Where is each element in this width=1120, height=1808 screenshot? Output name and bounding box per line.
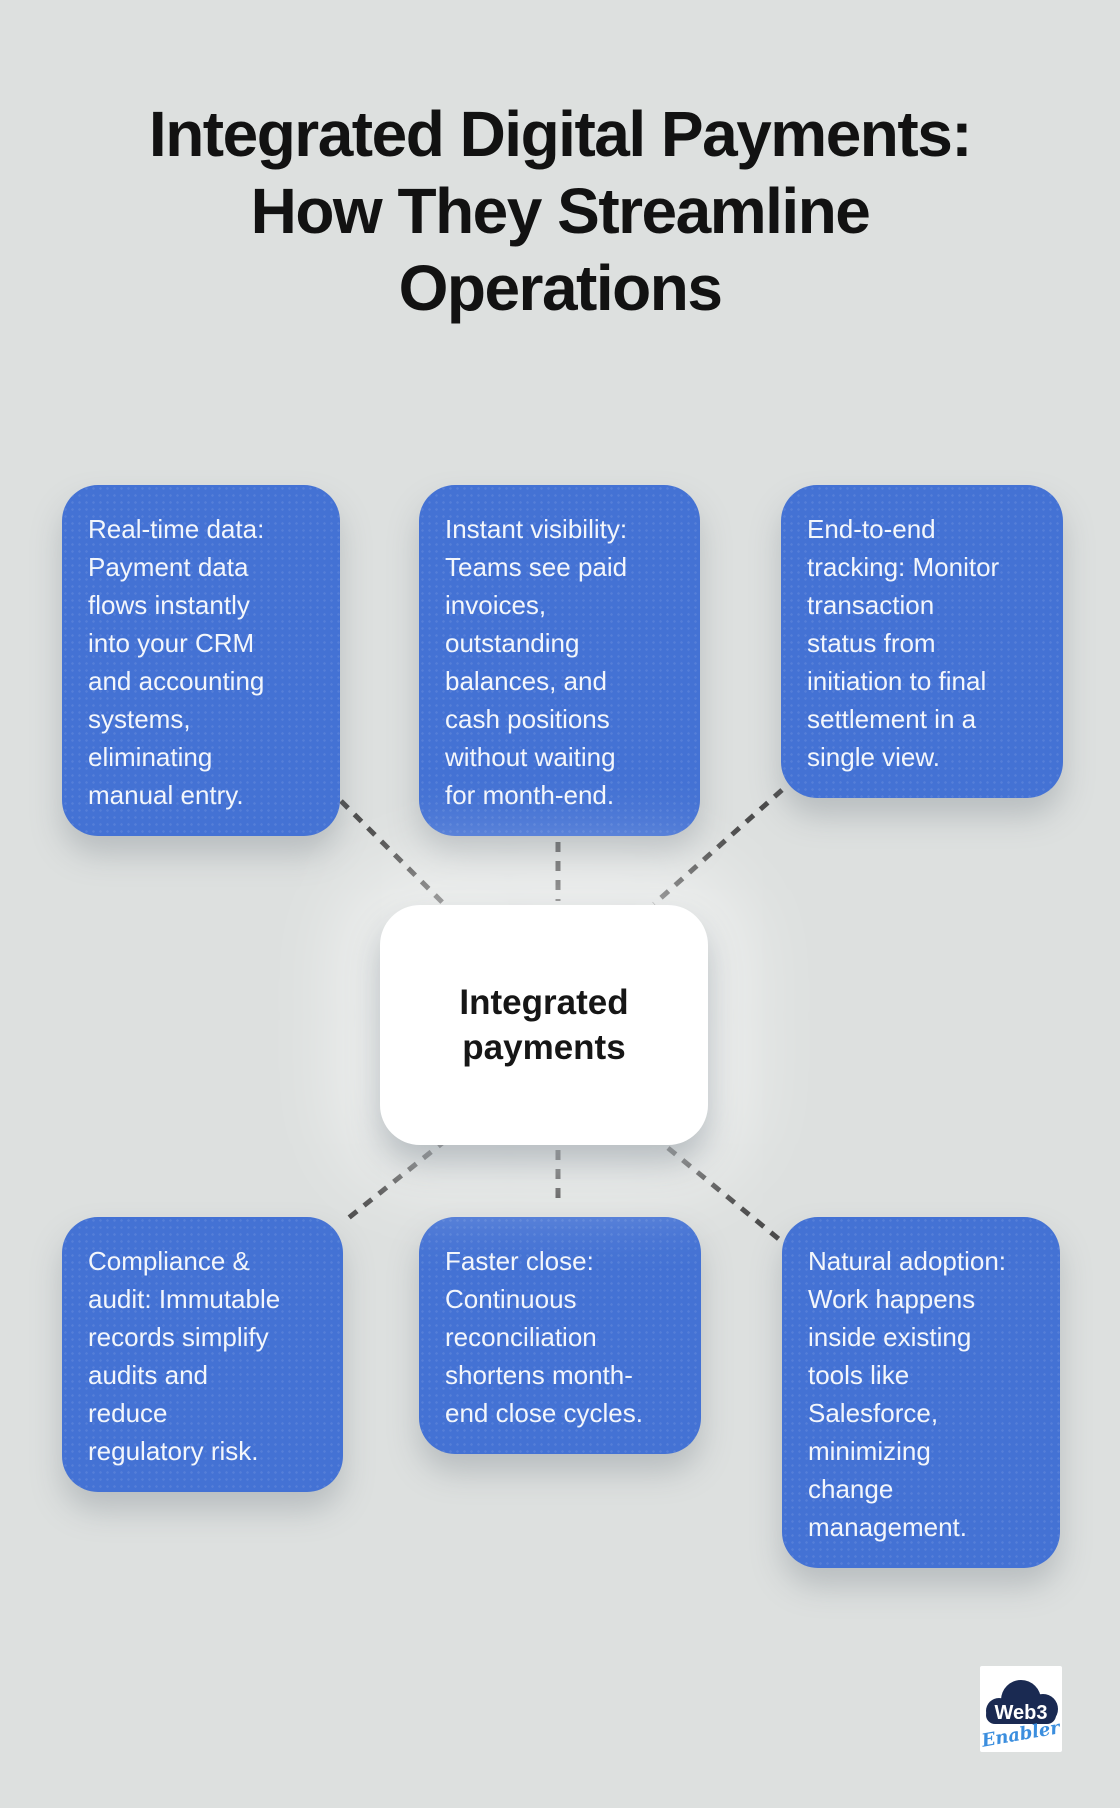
center-node: Integrated payments [380, 905, 708, 1145]
node-compliance-audit: Compliance & audit: Immutable records si… [62, 1217, 343, 1492]
node-instant-visibility: Instant visibility: Teams see paid invoi… [419, 485, 700, 836]
cloud-icon [986, 1680, 1058, 1724]
connector-bottom-left [344, 1138, 448, 1222]
node-faster-close: Faster close: Continuous reconciliation … [419, 1217, 701, 1454]
node-real-time-data: Real-time data: Payment data flows insta… [62, 485, 340, 836]
brand-name: Web3 [995, 1702, 1048, 1724]
node-end-to-end-tracking: End-to-end tracking: Monitor transaction… [781, 485, 1063, 798]
brand-logo: Web3 Enabler [980, 1666, 1062, 1752]
node-natural-adoption: Natural adoption: Work happens inside ex… [782, 1217, 1060, 1568]
page-title: Integrated Digital Payments: How They St… [148, 98, 973, 324]
center-node-label: Integrated payments [459, 983, 629, 1067]
